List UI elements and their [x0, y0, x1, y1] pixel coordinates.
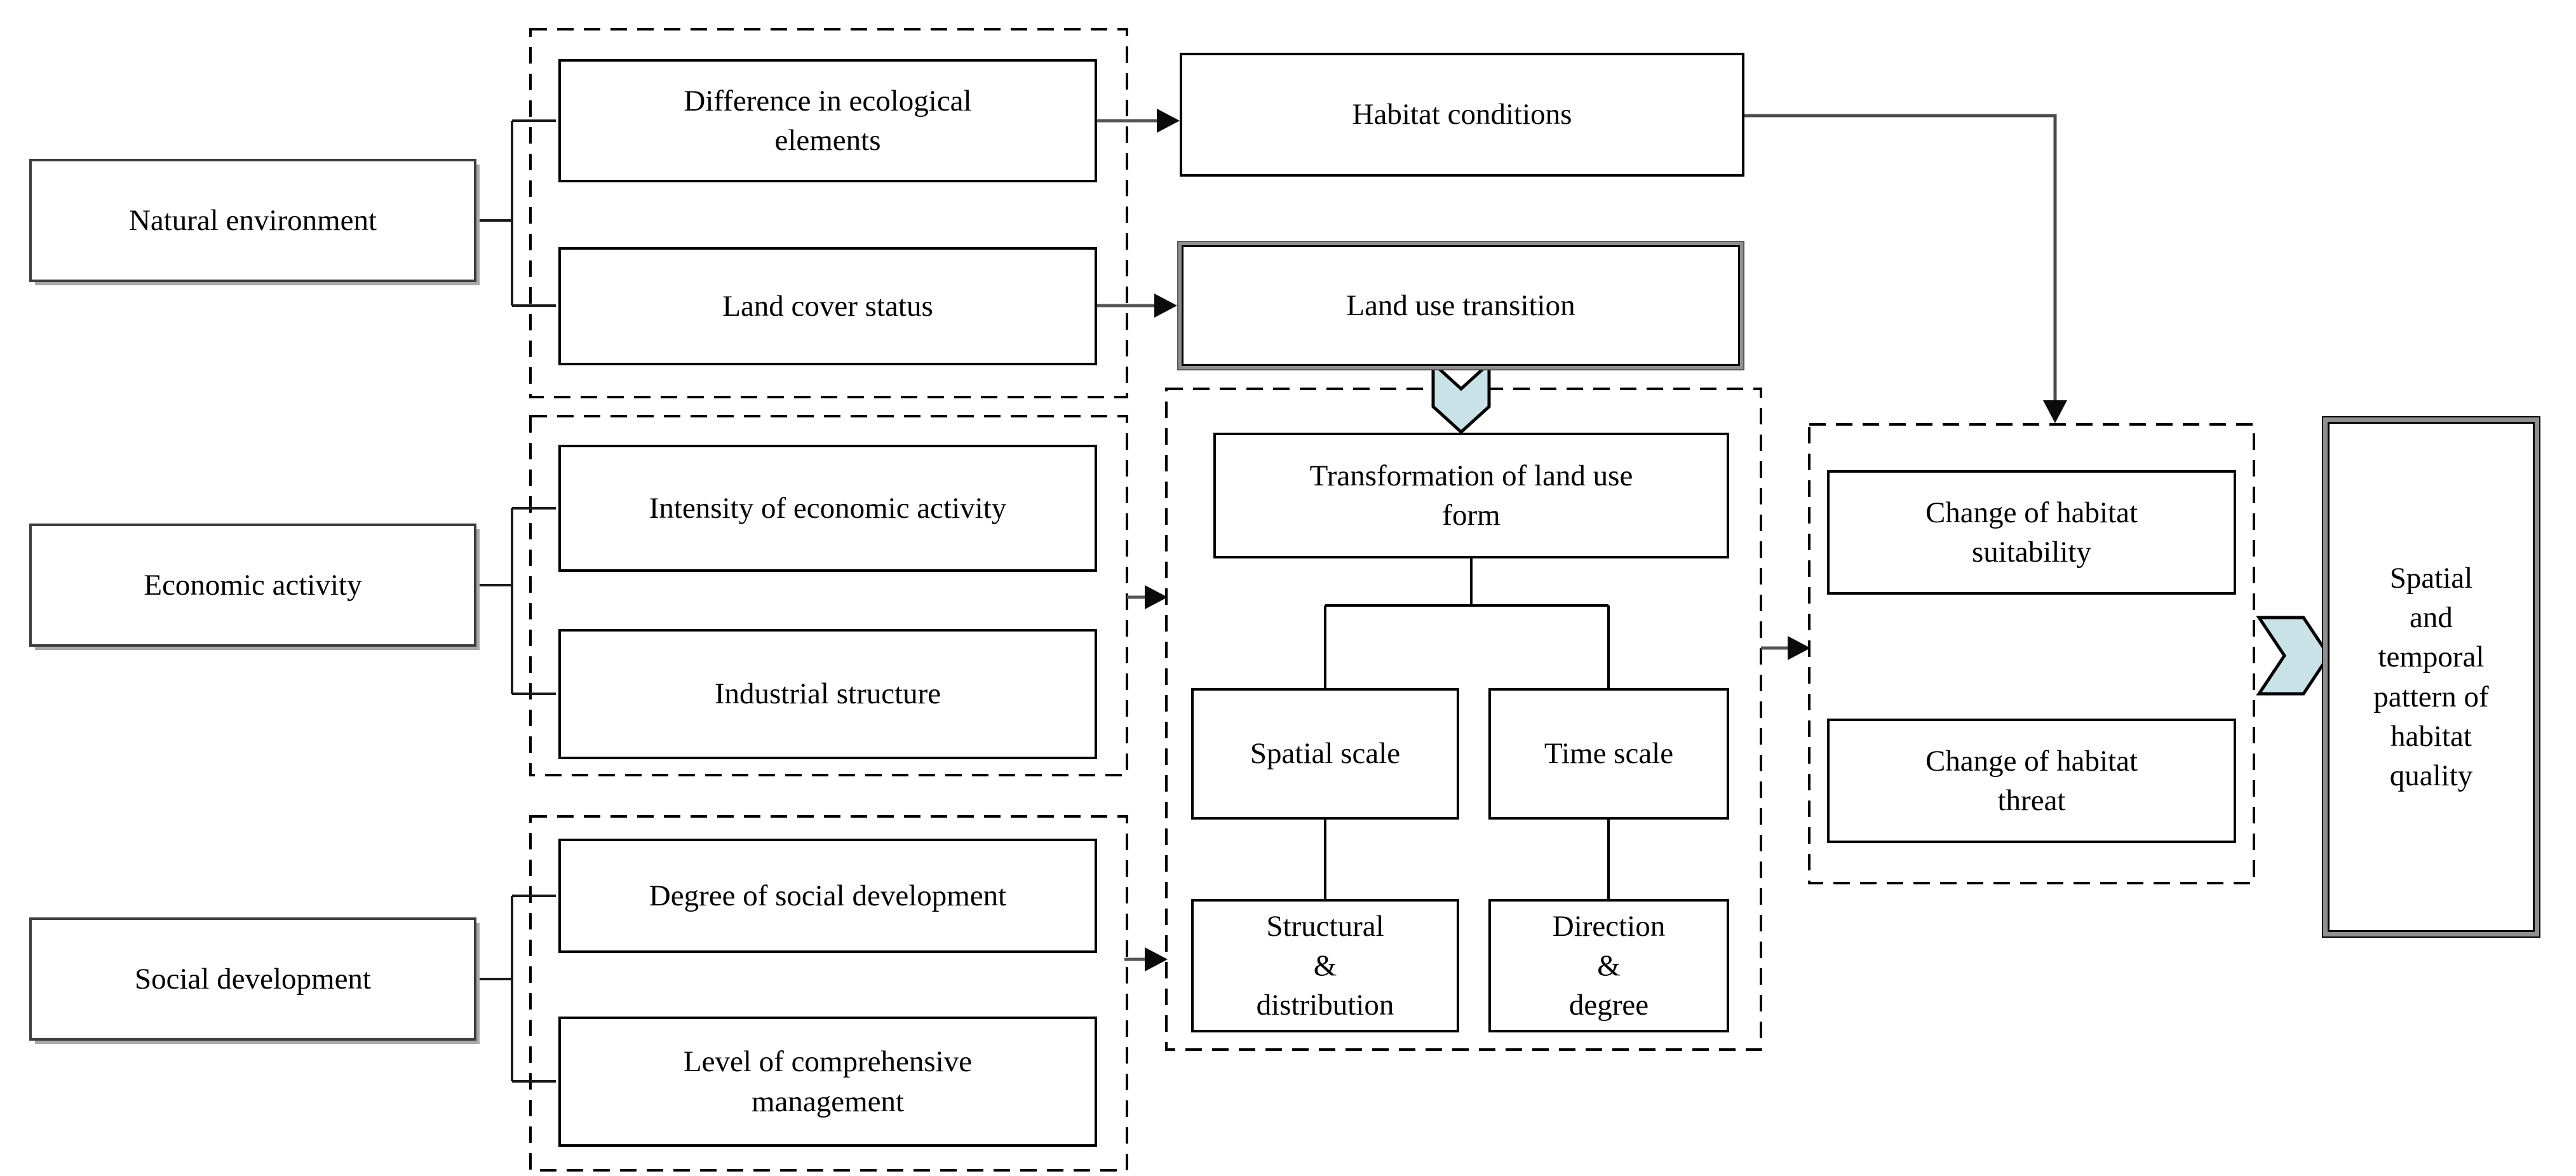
habitat-conditions-box: Habitat conditions: [1180, 53, 1744, 177]
management-level-box: Level of comprehensive management: [558, 1017, 1097, 1147]
land-use-transition-inner: Land use transition: [1182, 245, 1740, 366]
direction-degree-label: Direction & degree: [1552, 909, 1666, 1022]
habitat-threat-box: Change of habitat threat: [1827, 719, 2236, 843]
land-use-transition-label: Land use transition: [1346, 288, 1575, 322]
arrow-economic-to-analysis-head: [1145, 585, 1168, 609]
economic-activity-box: Economic activity: [29, 524, 476, 647]
economic-bracket-connector: [476, 507, 556, 695]
time-scale-box: Time scale: [1488, 688, 1729, 820]
habitat-to-change-arrowhead: [2043, 400, 2067, 423]
natural-environment-label: Natural environment: [128, 203, 377, 237]
social-development-label: Social development: [135, 962, 371, 996]
social-factors-group: [529, 815, 1128, 1172]
habitat-threat-label: Change of habitat threat: [1925, 744, 2138, 817]
industrial-structure-label: Industrial structure: [714, 677, 941, 711]
down-chevron-arrow: [1431, 360, 1491, 435]
natural-environment-box: Natural environment: [29, 159, 476, 282]
economic-activity-label: Economic activity: [144, 568, 362, 602]
arrow-analysis-to-change-head: [1788, 636, 1811, 660]
natural-bracket-connector: [476, 119, 556, 307]
structural-distribution-label: Structural & distribution: [1256, 909, 1394, 1022]
arrow-landcover-to-transition-head: [1154, 294, 1177, 318]
spatial-scale-box: Spatial scale: [1191, 688, 1459, 820]
habitat-change-group: [1808, 423, 2255, 884]
ecological-difference-label: Difference in ecological elements: [684, 84, 972, 157]
economic-intensity-label: Intensity of economic activity: [649, 491, 1007, 525]
transformation-label: Transformation of land use form: [1309, 459, 1633, 532]
structural-distribution-box: Structural & distribution: [1191, 899, 1459, 1032]
social-development-box: Social development: [29, 917, 476, 1041]
final-outcome-box: Spatial and temporal pattern of habitat …: [2322, 416, 2540, 938]
land-use-transition-box: Land use transition: [1177, 241, 1744, 370]
habitat-suitability-box: Change of habitat suitability: [1827, 470, 2236, 595]
habitat-conditions-label: Habitat conditions: [1352, 98, 1572, 132]
management-level-label: Level of comprehensive management: [683, 1045, 973, 1118]
habitat-suitability-label: Change of habitat suitability: [1925, 496, 2138, 569]
direction-degree-box: Direction & degree: [1488, 899, 1729, 1032]
social-degree-box: Degree of social development: [558, 839, 1097, 953]
final-outcome-label: Spatial and temporal pattern of habitat …: [2373, 562, 2489, 792]
economic-intensity-box: Intensity of economic activity: [558, 445, 1097, 572]
land-cover-box: Land cover status: [558, 247, 1097, 365]
right-chevron-arrow: [2256, 616, 2331, 696]
land-cover-label: Land cover status: [722, 289, 933, 323]
arrow-ecology-to-habitat-head: [1157, 109, 1180, 133]
natural-factors-group: [529, 28, 1128, 398]
industrial-structure-box: Industrial structure: [558, 629, 1097, 759]
spatial-scale-label: Spatial scale: [1250, 737, 1401, 771]
habitat-to-change-connector: [1744, 114, 2057, 402]
ecological-difference-box: Difference in ecological elements: [558, 59, 1097, 182]
arrow-social-to-analysis-head: [1145, 947, 1168, 971]
analysis-tree-connector: [1324, 558, 1610, 899]
time-scale-label: Time scale: [1544, 737, 1674, 771]
social-bracket-connector: [476, 895, 556, 1083]
transformation-box: Transformation of land use form: [1213, 433, 1729, 558]
social-degree-label: Degree of social development: [649, 879, 1007, 912]
